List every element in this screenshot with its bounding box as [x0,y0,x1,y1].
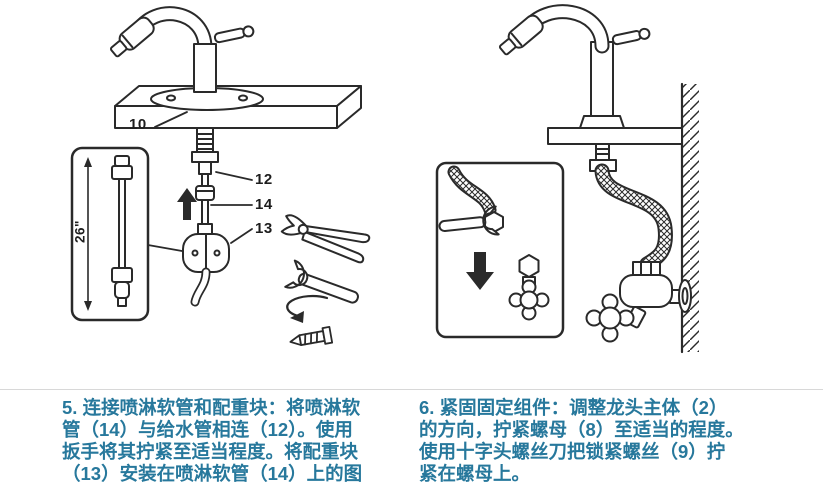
faucet [109,6,264,111]
step6-line-4: 紧在螺母上。 [419,463,531,484]
down-arrow-icon [466,252,494,290]
under-sink-assembly [182,127,230,307]
faucet-handle [611,27,651,46]
faucet [498,4,651,129]
step5-line-4: （13）安装在喷淋软管（14）上的图 [62,463,363,484]
step5-line-3: 扳手将其拧紧至适当程度。将配重块 [62,441,359,462]
part-label-13: 13 [255,220,273,237]
wrench-icon [438,205,500,236]
step5-diagram [70,6,371,346]
pliers-icon [280,214,371,264]
braided-hose [594,163,673,272]
tighten-detail-inset [435,161,565,339]
step6-diagram [435,4,699,354]
part-label-14: 14 [255,196,273,213]
wrench-icon [284,259,359,304]
step6-line-1: 6. 紧固固定组件：调整龙头主体（2） [419,397,728,418]
spray-head [109,16,155,58]
hose-weight [182,233,230,273]
callout-lines [147,111,253,252]
spray-head [498,14,544,56]
part-label-12: 12 [255,171,273,188]
step5-line-1: 5. 连接喷淋软管和配重块：将喷淋软 [62,397,361,418]
hose-detail-inset [70,146,150,322]
step5-line-2: 管（14）与给水管相连（12）。使用 [62,419,353,440]
valve-cross-handle [585,293,635,343]
hose-length-label: 26" [72,220,88,243]
counter-shelf [547,127,683,145]
section-divider [0,389,823,390]
part-label-10: 10 [129,116,147,133]
rotate-arrow-icon [286,294,329,323]
step6-line-2: 的方向，拧紧螺母（8）至适当的程度。 [419,419,744,440]
step6-line-3: 使用十字头螺丝刀把锁紧螺丝（9）拧 [419,441,726,462]
up-arrow-icon [177,188,197,220]
faucet-handle [213,25,255,44]
valve-top-detail [508,254,550,321]
angle-valve [585,261,692,343]
step6-instructions: 6. 紧固固定组件：调整龙头主体（2） 的方向，拧紧螺母（8）至适当的程度。 使… [419,397,759,485]
step5-instructions: 5. 连接喷淋软管和配重块：将喷淋软 管（14）与给水管相连（12）。使用 扳手… [62,397,402,485]
screw-icon [289,325,334,346]
